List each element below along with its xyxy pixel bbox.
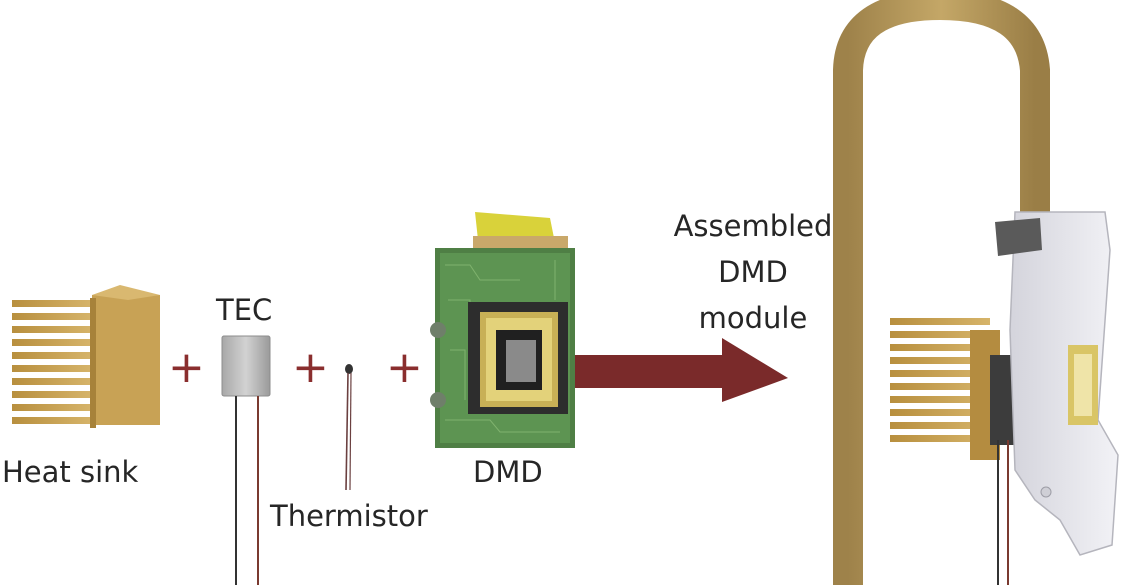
plus-sign-2: +	[292, 342, 329, 393]
heat-sink-part	[12, 285, 160, 428]
thermistor-part	[345, 364, 353, 491]
plus-sign-3: +	[386, 342, 423, 393]
thermistor-label: Thermistor	[270, 499, 428, 533]
tec-label: TEC	[216, 293, 273, 327]
plus-sign-1: +	[168, 342, 205, 393]
dmd-label: DMD	[473, 455, 543, 489]
dmd-part	[430, 212, 575, 448]
heat-sink-label: Heat sink	[2, 455, 139, 489]
assembled-label-line2: DMD	[718, 255, 788, 289]
assembled-label-line3: module	[698, 301, 808, 335]
assembled-label-line1: Assembled	[673, 209, 833, 243]
assembly-arrow	[575, 338, 788, 402]
tec-part	[221, 335, 271, 585]
assembled-module-part	[833, 0, 1119, 585]
